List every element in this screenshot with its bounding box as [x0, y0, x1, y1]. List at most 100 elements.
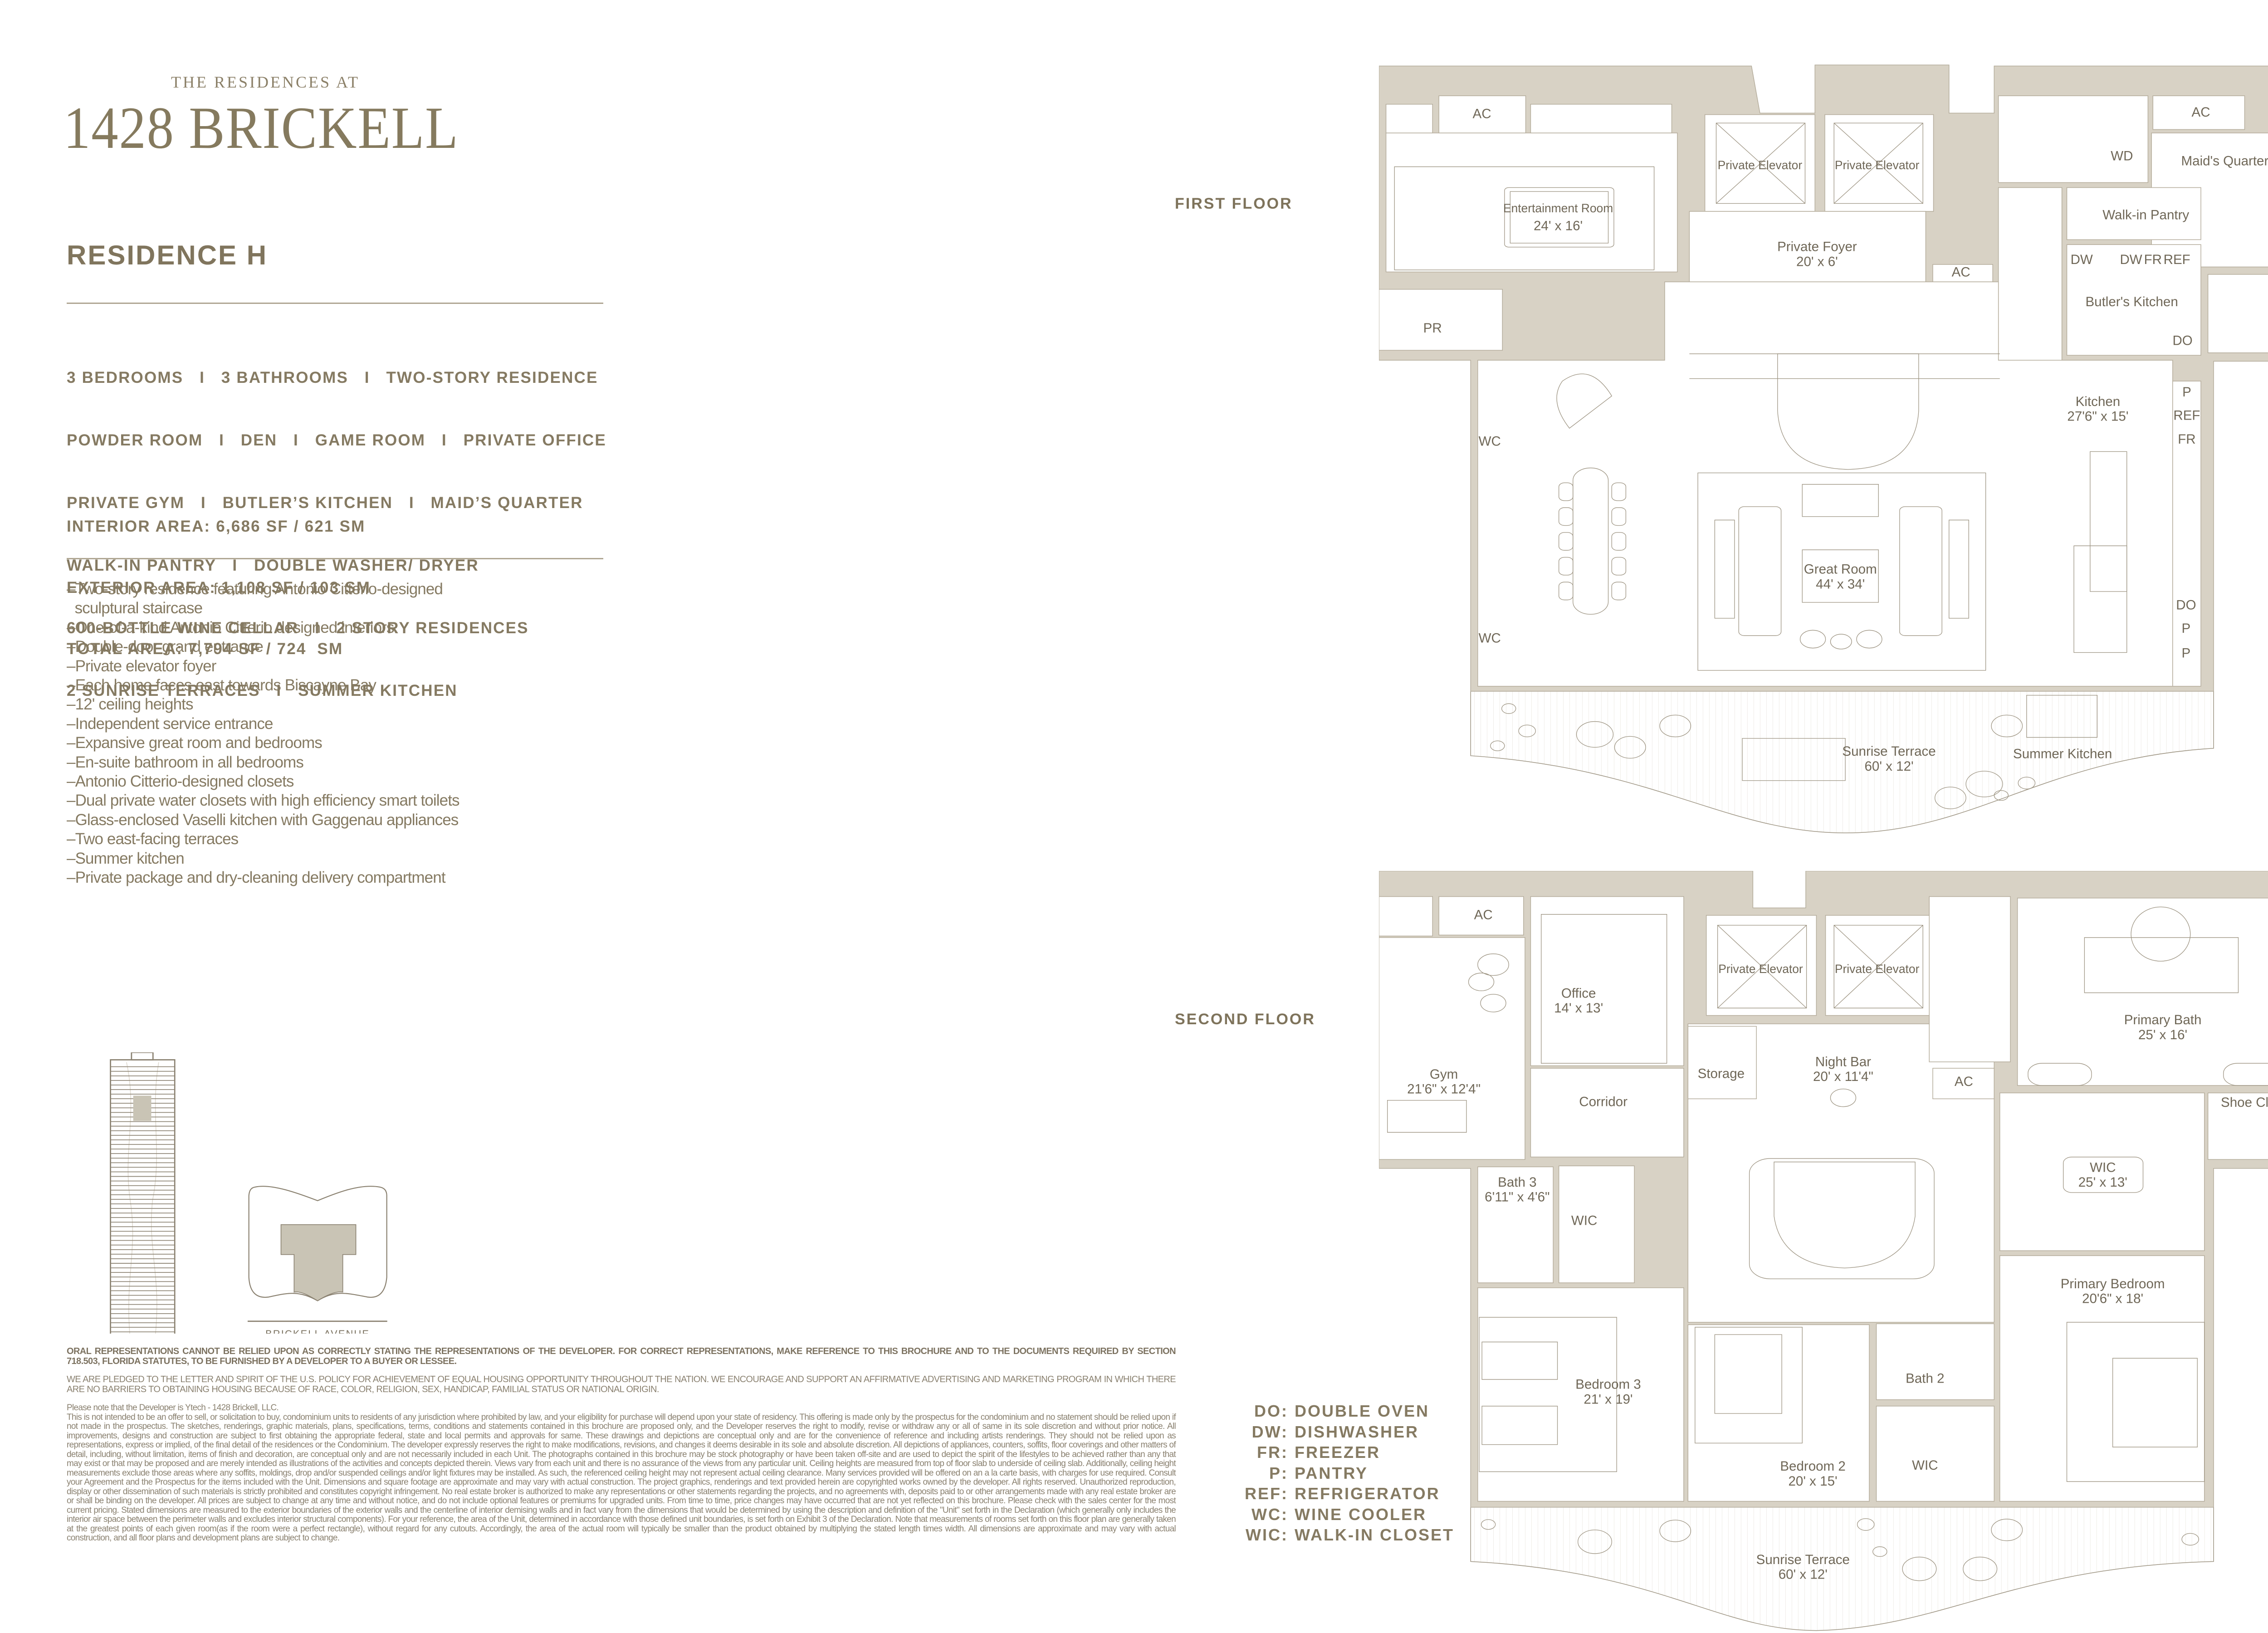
bedroom-3 — [1478, 1288, 1684, 1501]
appliance-label: DW — [2120, 252, 2142, 267]
legend-abbr: FR: — [1257, 1443, 1288, 1462]
private-foyer — [1689, 211, 1926, 282]
storage — [1688, 1027, 1756, 1099]
legend-text: WINE COOLER — [1295, 1505, 1427, 1524]
room-label: Bath 3 — [1498, 1175, 1536, 1190]
total-area: TOTAL AREA: 7,794 SF / 724 SM — [67, 640, 343, 658]
interior-area: INTERIOR AREA: 6,686 SF / 621 SM — [67, 518, 366, 535]
room-label: AC — [1474, 908, 1493, 923]
room-dimensions: 20' x 15' — [1788, 1474, 1837, 1489]
legend-abbr: REF: — [1245, 1484, 1288, 1503]
legend-text: FREEZER — [1295, 1443, 1381, 1462]
butlers-kitchen — [2067, 244, 2201, 355]
feature-line: 3 BEDROOMS I 3 BATHROOMS I TWO-STORY RES… — [67, 369, 598, 386]
appliance-label: P — [2182, 621, 2191, 636]
feature-line: 600-BOTTLE WINE CELLAR I 2 STORY RESIDEN… — [67, 619, 529, 637]
terrace — [1471, 1507, 2214, 1631]
room-label: Primary Bedroom — [2061, 1276, 2165, 1291]
unit-highlight — [133, 1095, 152, 1121]
room-label: Great Room — [1804, 562, 1877, 577]
room-dimensions: 25' x 13' — [2078, 1175, 2127, 1190]
legend-text: REFRIGERATOR — [1295, 1484, 1440, 1503]
primary-bath — [2018, 898, 2268, 1085]
highlight-item: –Private elevator foyer — [67, 657, 216, 675]
brand-kicker: THE RESIDENCES AT — [171, 73, 360, 91]
room-label: WIC — [1571, 1213, 1597, 1228]
highlight-item: –Private package and dry-cleaning delive… — [67, 869, 446, 887]
bath-2 — [1877, 1324, 1994, 1399]
highlight-item: –Double-door grand entrance — [67, 638, 264, 656]
room-label: Kitchen — [2076, 394, 2121, 409]
walk-in-pantry — [2067, 187, 2201, 240]
laundry — [1999, 96, 2148, 182]
second-floor-plan: AC Private Elevator Private Elevator Off… — [1379, 871, 2268, 1633]
room-dimensions: 20' x 11'4" — [1813, 1069, 1873, 1084]
room-dimensions: 44' x 34' — [1816, 577, 1865, 592]
legend-row: DW:DISHWASHER — [1220, 1422, 1454, 1442]
highlight-item: –Two east-facing terraces — [67, 830, 239, 848]
appliance-label: DO — [2176, 597, 2196, 612]
room-label: WD — [2111, 148, 2133, 163]
room-label: Corridor — [1579, 1095, 1628, 1110]
appliance-label: P — [2182, 385, 2191, 400]
highlight-item: –Each home faces east towards Biscayne B… — [67, 676, 376, 694]
tower-elevation-icon — [110, 1052, 176, 1334]
highlight-item: –Dual private water closets with high ef… — [67, 792, 460, 810]
room-label: Butler's Kitchen — [2085, 294, 2178, 309]
room-dimensions: 60' x 12' — [1864, 759, 1913, 774]
room-dimensions: 21'6" x 12'4" — [1407, 1081, 1481, 1096]
terrace — [1471, 691, 2214, 833]
furniture — [1394, 123, 2127, 809]
room-label: AC — [1955, 1074, 1973, 1089]
dining-chair — [1612, 582, 1626, 600]
office — [1530, 897, 1684, 1066]
room-label: Sunrise Terrace — [1756, 1552, 1850, 1567]
site-plan-icon: BRICKELL AVENUE — [247, 1186, 387, 1334]
legend-row: P:PANTRY — [1220, 1463, 1454, 1484]
room-label: Shoe Closet — [2221, 1095, 2268, 1110]
dining-chair — [1612, 483, 1626, 500]
street-label: BRICKELL AVENUE — [265, 1328, 370, 1334]
room-dimensions: 21' x 19' — [1584, 1392, 1633, 1407]
room-dimensions: 14' x 13' — [1554, 1001, 1603, 1016]
corridor — [1530, 1068, 1684, 1157]
room-label: Private Foyer — [1777, 240, 1857, 254]
dining-chair — [1559, 483, 1573, 500]
room-dimensions: 6'11" x 4'6" — [1485, 1190, 1549, 1205]
highlight-item: –Two-story residence featuring Antonio C… — [67, 580, 443, 598]
bedroom-2 — [1688, 1325, 1869, 1501]
highlight-item: –Glass-enclosed Vaselli kitchen with Gag… — [67, 811, 459, 829]
highlight-item: –12' ceiling heights — [67, 695, 194, 714]
powder-room — [1379, 289, 1502, 351]
legend-row: WC:WINE COOLER — [1220, 1504, 1454, 1525]
area-summary: INTERIOR AREA: 6,686 SF / 621 SM EXTERIO… — [67, 475, 371, 680]
wic — [1877, 1406, 1994, 1501]
feature-list: 3 BEDROOMS I 3 BATHROOMS I TWO-STORY RES… — [67, 326, 606, 722]
second-floor-room-labels: AC Private Elevator Private Elevator Off… — [1407, 908, 2268, 1582]
highlight-item: –Independent service entrance — [67, 714, 273, 733]
appliance-label: WC — [1479, 631, 1501, 646]
furniture — [1388, 907, 2268, 1580]
legend-text: WALK-IN CLOSET — [1295, 1525, 1454, 1544]
dining-chair — [1612, 533, 1626, 550]
highlight-item: –Expansive great room and bedrooms — [67, 734, 323, 752]
legend-abbr: WIC: — [1246, 1525, 1288, 1544]
exterior-area: EXTERIOR AREA: 1,108 SF / 103 SM — [67, 579, 371, 596]
dining-chair — [1559, 533, 1573, 550]
room-label: Bedroom 2 — [1780, 1459, 1845, 1474]
highlights-list: –Two-story residence featuring Antonio C… — [67, 580, 460, 888]
appliance-label: DW — [2071, 252, 2093, 267]
oral-representation-notice: ORAL REPRESENTATIONS CANNOT BE RELIED UP… — [67, 1346, 1176, 1366]
gym — [1379, 938, 1525, 1159]
room-label: Office — [1561, 986, 1596, 1001]
appliance-label: P — [2182, 645, 2191, 660]
legend-row: FR: FREEZER — [1220, 1442, 1454, 1463]
room-label: Primary Bath — [2124, 1012, 2202, 1027]
primary-bedroom — [2000, 1256, 2204, 1501]
legend-row: WIC: WALK-IN CLOSET — [1220, 1525, 1454, 1545]
room-dimensions: 20'6" x 18' — [2082, 1291, 2143, 1306]
room-label: AC — [2192, 105, 2210, 120]
legend-abbr: P: — [1269, 1463, 1288, 1482]
feature-line: WALK-IN PANTRY I DOUBLE WASHER/ DRYER — [67, 557, 479, 574]
highlight-item: sculptural staircase — [67, 599, 203, 617]
